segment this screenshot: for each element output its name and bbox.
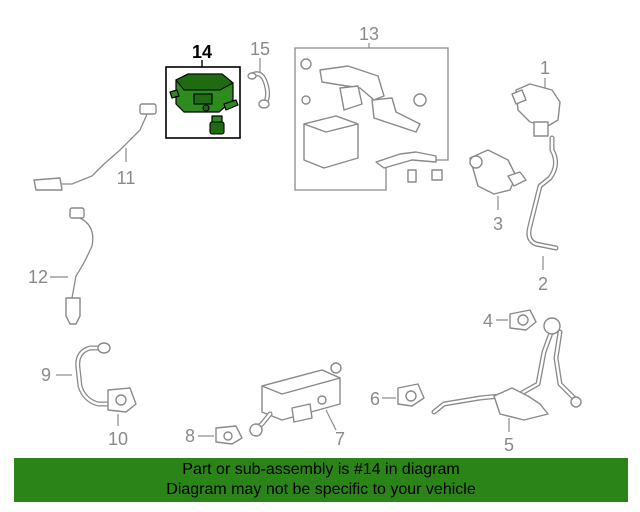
callout-13[interactable]: 13 — [359, 24, 379, 44]
callout-3[interactable]: 3 — [493, 214, 503, 234]
banner-line-2: Diagram may not be specific to your vehi… — [166, 481, 476, 498]
callout-7[interactable]: 7 — [335, 429, 345, 449]
part-14-sensor[interactable] — [209, 115, 225, 135]
callout-9[interactable]: 9 — [41, 365, 51, 385]
part-4-gasket[interactable] — [509, 309, 537, 331]
banner-line-1: Part or sub-assembly is #14 in diagram — [182, 461, 460, 478]
part-9-pipe[interactable] — [75, 342, 111, 407]
leader-7 — [325, 409, 337, 431]
part-13-kit[interactable] — [294, 43, 449, 191]
part-13-box — [294, 47, 449, 191]
part-15-hose[interactable] — [247, 71, 271, 109]
part-8-gasket[interactable] — [215, 425, 243, 445]
callout-14[interactable]: 14 — [192, 42, 212, 62]
part-1-valve[interactable] — [511, 83, 561, 137]
callout-5[interactable]: 5 — [504, 435, 514, 455]
parts-diagram: 14 15 13 1 2 — [28, 24, 582, 455]
callout-6[interactable]: 6 — [370, 389, 380, 409]
part-3-valve[interactable] — [469, 149, 527, 195]
callout-12[interactable]: 12 — [28, 267, 48, 287]
info-banner: Part or sub-assembly is #14 in diagram D… — [14, 458, 628, 502]
callout-2[interactable]: 2 — [538, 274, 548, 294]
callout-15[interactable]: 15 — [250, 39, 270, 59]
part-14-group[interactable] — [165, 60, 241, 139]
part-14-box — [165, 66, 241, 139]
callout-1[interactable]: 1 — [540, 58, 550, 78]
part-7-canister[interactable] — [249, 362, 342, 437]
part-5-pipe[interactable] — [431, 317, 582, 421]
part-12-sensor[interactable] — [65, 207, 94, 325]
callout-11[interactable]: 11 — [117, 168, 136, 188]
callout-8[interactable]: 8 — [185, 426, 195, 446]
part-14-module[interactable] — [169, 73, 239, 113]
part-11-sensor[interactable] — [33, 103, 157, 191]
part-10-gasket[interactable] — [107, 387, 137, 413]
part-2-pipe[interactable] — [526, 135, 559, 251]
callout-10[interactable]: 10 — [108, 429, 128, 449]
callout-4[interactable]: 4 — [483, 311, 493, 331]
part-6-gasket[interactable] — [397, 383, 425, 407]
